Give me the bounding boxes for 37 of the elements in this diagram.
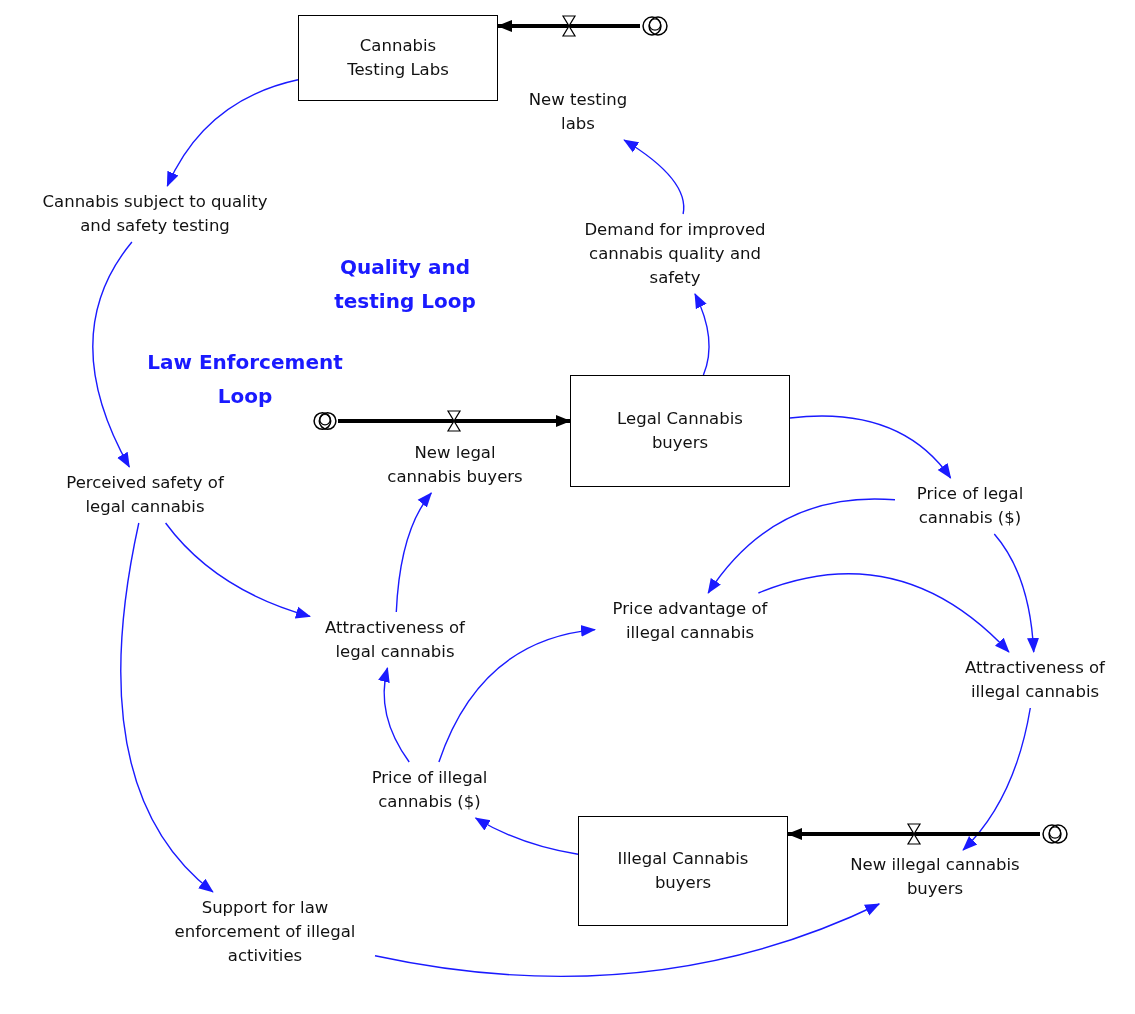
variable-label: Price advantage of illegal cannabis: [611, 598, 769, 644]
causal-arrow: [962, 707, 1031, 851]
variable-label: New legal cannabis buyers: [386, 442, 524, 488]
variable-label: Perceived safety of legal cannabis: [65, 472, 225, 518]
causal-arrow: [438, 625, 596, 763]
variable-label: Price of legal cannabis ($): [915, 483, 1025, 529]
causal-arrow: [92, 241, 133, 468]
variable-label: Price of illegal cannabis ($): [370, 767, 489, 813]
causal-arrow: [395, 492, 432, 613]
variable-label: New testing labs: [527, 89, 629, 135]
causal-arrow: [378, 667, 410, 763]
causal-arrow: [120, 522, 214, 893]
variable-label: Cannabis subject to quality and safety testing: [41, 191, 269, 237]
loop-label: Quality and testing Loop: [333, 254, 477, 315]
variable-label: Attractiveness of legal cannabis: [324, 617, 466, 663]
variable-label: Demand for improved cannabis quality and safety: [583, 219, 767, 289]
stock-box: [578, 816, 788, 926]
causal-arrow: [474, 817, 579, 855]
causal-arrow: [757, 573, 1010, 653]
stock-box: [298, 15, 498, 101]
stock-box: [570, 375, 790, 487]
causal-arrow: [623, 139, 685, 215]
causal-arrow: [789, 415, 952, 479]
loop-label: Law Enforcement Loop: [146, 349, 344, 410]
causal-arrow: [374, 903, 881, 977]
stock-label: Legal Cannabis buyers: [616, 408, 744, 454]
causal-arrow: [694, 293, 710, 376]
stock-label: Illegal Cannabis buyers: [616, 848, 750, 894]
stock-label: Cannabis Testing Labs: [346, 35, 450, 81]
causal-arrow: [707, 498, 896, 594]
variable-label: New illegal cannabis buyers: [850, 854, 1020, 900]
variable-label: Support for law enforcement of illegal activities: [173, 897, 357, 967]
flow-pipe: [338, 415, 571, 427]
causal-arrow: [164, 522, 311, 619]
causal-arrow: [993, 533, 1039, 653]
variable-label: Attractiveness of illegal cannabis: [964, 657, 1106, 703]
causal-arrow: [166, 79, 299, 187]
